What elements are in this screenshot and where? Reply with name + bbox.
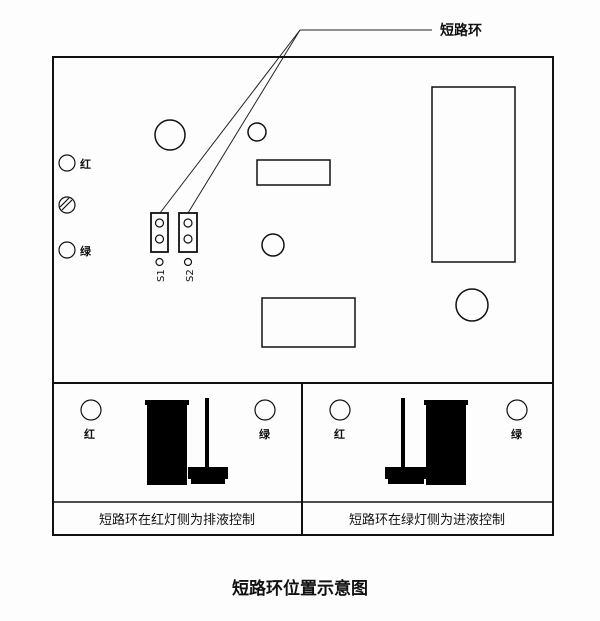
jumper-s1 (150, 212, 169, 267)
figure-title: 短路环位置示意图 (232, 578, 368, 599)
adjust-screw-icon (58, 196, 76, 214)
caption-left: 短路环在红灯侧为排液控制 (99, 512, 255, 528)
component-circle (261, 233, 285, 257)
component-rect (261, 297, 356, 348)
led-green-icon (58, 241, 76, 259)
component-rect (256, 159, 331, 186)
callout-label: 短路环 (440, 22, 482, 39)
led-red-label: 红 (84, 427, 95, 441)
jumper-s2-label: S2 (185, 269, 196, 282)
component-circle (247, 122, 267, 142)
shorting-ring-green-side-icon (385, 398, 468, 485)
component-circle (154, 119, 186, 151)
led-green-icon (506, 399, 528, 421)
led-red-icon (58, 154, 76, 172)
led-green-label: 绿 (80, 244, 92, 258)
caption-right: 短路环在绿灯侧为进液控制 (349, 512, 505, 528)
led-green-icon (254, 399, 276, 421)
shorting-ring-red-side-icon (145, 398, 228, 485)
led-red-label: 红 (334, 427, 345, 441)
jumper-s1-label: S1 (156, 269, 167, 282)
jumper-s2 (178, 212, 198, 267)
led-red-icon (329, 399, 351, 421)
component-rect-large (431, 86, 516, 263)
led-green-label: 绿 (259, 427, 271, 441)
led-green-label: 绿 (511, 427, 523, 441)
led-red-icon (80, 399, 102, 421)
callout-leader-s1 (159, 29, 301, 214)
led-red-label: 红 (80, 157, 91, 171)
callout-leader-s2 (187, 29, 301, 214)
component-circle (455, 288, 489, 322)
